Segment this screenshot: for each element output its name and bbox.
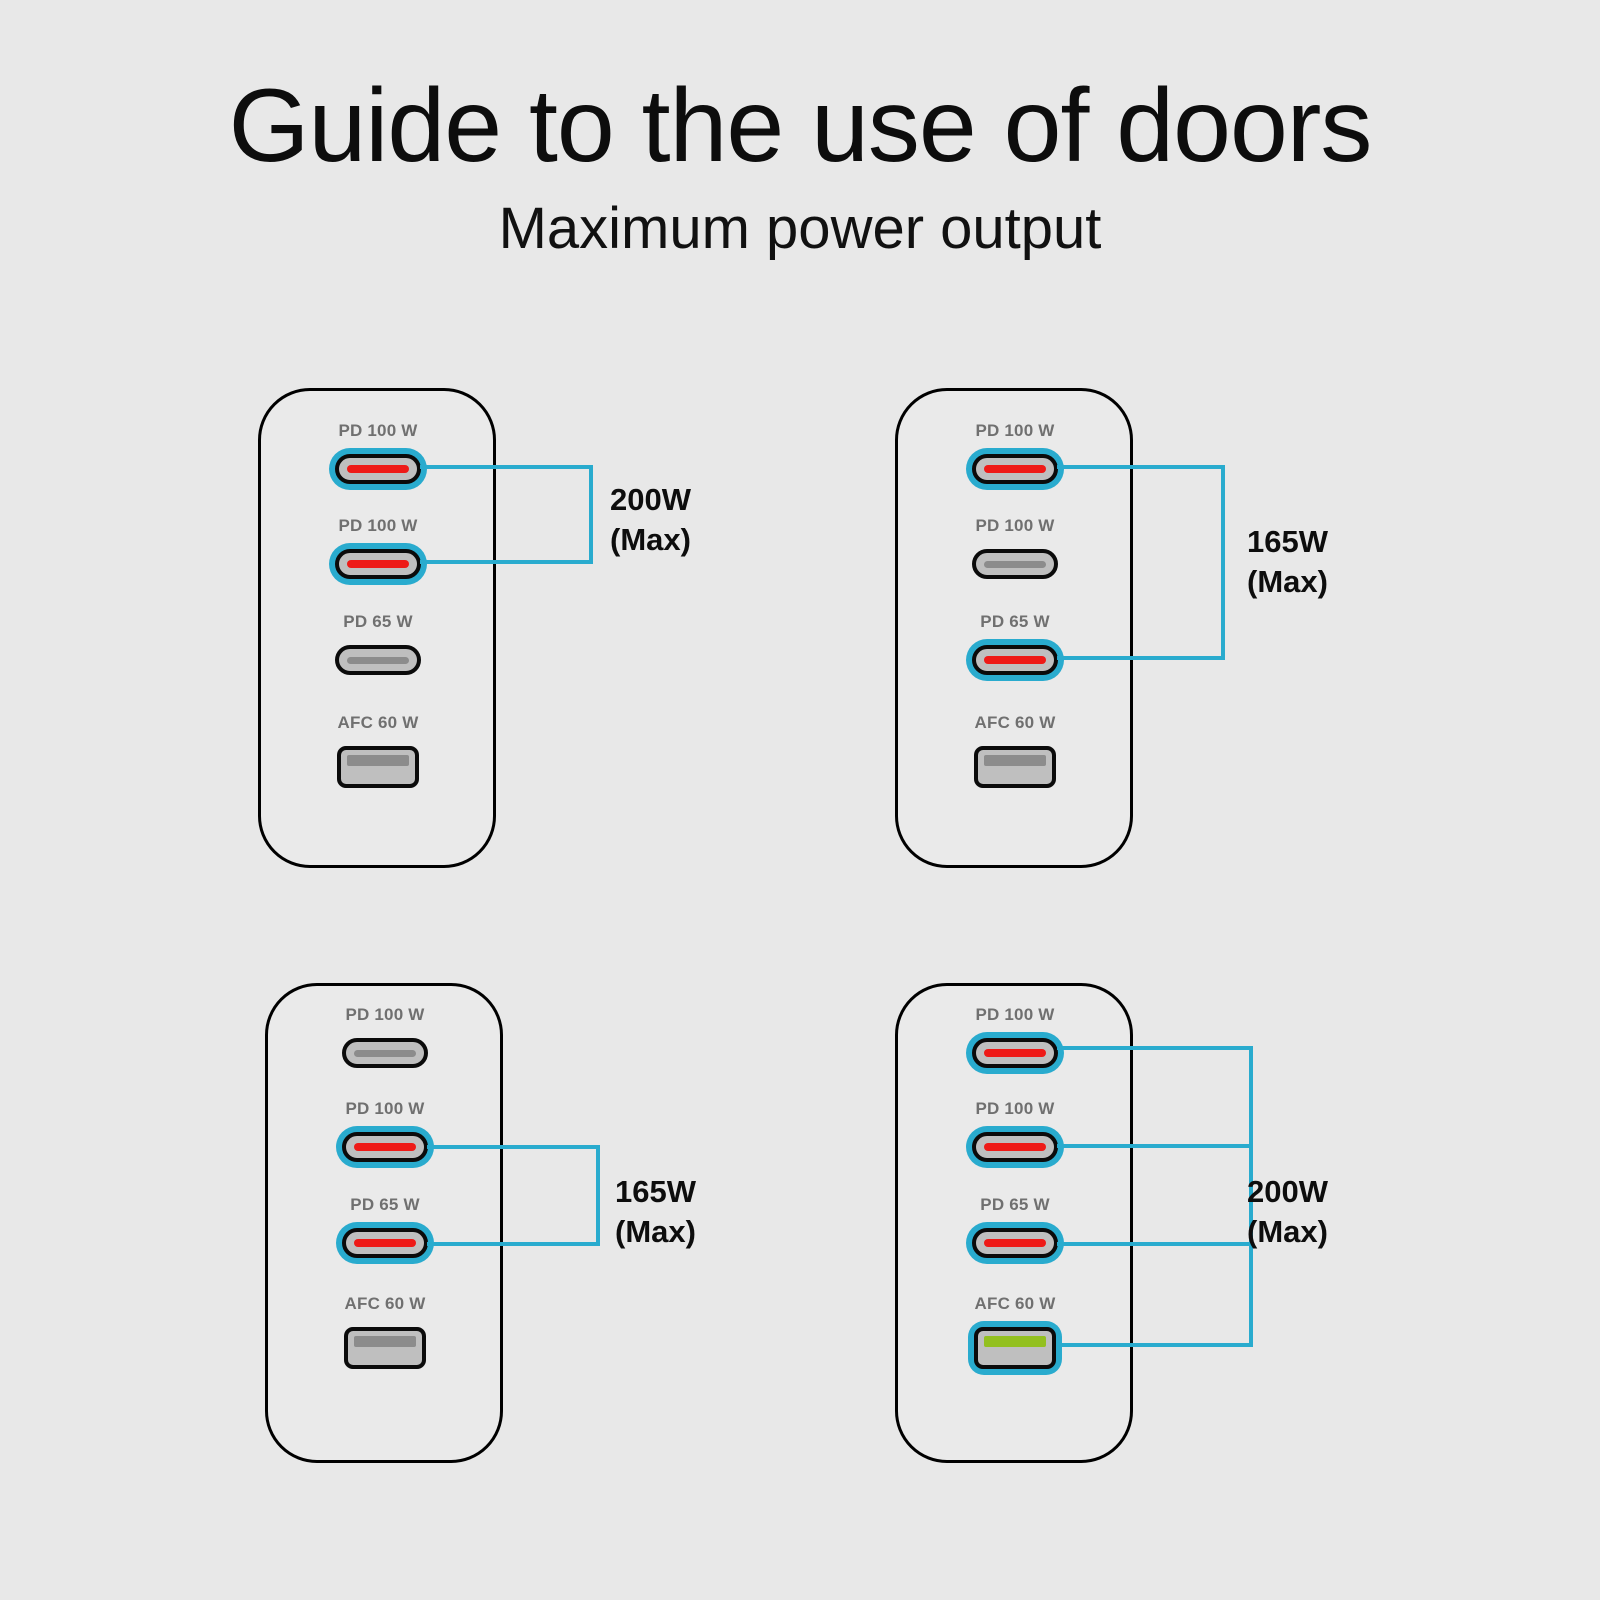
port-indicator-bar [984,1049,1046,1057]
port-group: PD 100 W [303,421,453,490]
port-label: PD 65 W [980,1195,1050,1214]
port-highlight-ring[interactable] [336,1032,434,1074]
port-group: AFC 60 W [940,1294,1090,1375]
port-highlight-ring[interactable] [336,1222,434,1264]
charger-panel-top-left: PD 100 W PD 100 W PD 65 W AFC 60 W [258,388,496,868]
port-label: AFC 60 W [974,713,1056,732]
callout-max: (Max) [610,521,691,557]
port-indicator-bar [347,755,409,766]
port-label: PD 100 W [975,516,1055,535]
port-highlight-ring[interactable] [966,448,1064,490]
page-title: Guide to the use of doors [228,68,1373,184]
port-indicator-bar [347,656,409,664]
port-label: AFC 60 W [974,1294,1056,1313]
usb-c-port[interactable] [342,1132,428,1162]
port-highlight-ring[interactable] [329,448,427,490]
port-highlight-ring[interactable] [968,1321,1062,1375]
charger-panel-bottom-right: PD 100 W PD 100 W PD 65 W AFC 60 W [895,983,1133,1463]
port-highlight-ring[interactable] [338,1321,432,1375]
port-indicator-bar [347,465,409,473]
port-group: AFC 60 W [310,1294,460,1375]
callout-max: (Max) [1247,1213,1328,1249]
callout-max: (Max) [615,1213,696,1249]
port-label: PD 65 W [343,612,413,631]
page-subtitle: Maximum power output [498,196,1102,262]
port-label: PD 100 W [975,421,1055,440]
port-indicator-bar [984,1143,1046,1151]
usb-c-port[interactable] [972,1228,1058,1258]
port-label: PD 100 W [338,516,418,535]
port-group: PD 100 W [940,516,1090,585]
port-group: PD 100 W [310,1005,460,1074]
port-label: PD 100 W [345,1005,425,1024]
port-indicator-bar [354,1143,416,1151]
usb-a-port[interactable] [974,746,1056,788]
port-label: PD 65 W [980,612,1050,631]
port-indicator-bar [984,1239,1046,1247]
usb-c-port[interactable] [972,454,1058,484]
usb-a-port[interactable] [337,746,419,788]
callout-watts: 165W [1247,524,1328,559]
port-highlight-ring[interactable] [968,740,1062,794]
callout-watts: 165W [615,1174,696,1209]
port-highlight-ring[interactable] [331,740,425,794]
port-indicator-bar [984,465,1046,473]
usb-c-port[interactable] [335,549,421,579]
callout-top-right: 165W (Max) [1247,522,1328,601]
port-group: PD 65 W [303,612,453,681]
port-group: PD 65 W [940,612,1090,681]
port-group: PD 100 W [310,1099,460,1168]
port-label: PD 100 W [338,421,418,440]
callout-watts: 200W [610,482,691,517]
usb-c-port[interactable] [972,1038,1058,1068]
usb-c-port[interactable] [972,645,1058,675]
port-highlight-ring[interactable] [966,1032,1064,1074]
callout-bottom-left: 165W (Max) [615,1172,696,1251]
port-group: AFC 60 W [303,713,453,794]
port-label: PD 100 W [975,1005,1055,1024]
port-highlight-ring[interactable] [329,543,427,585]
port-indicator-bar [984,755,1046,766]
usb-a-port[interactable] [974,1327,1056,1369]
port-indicator-bar [984,1336,1046,1347]
port-highlight-ring[interactable] [966,1126,1064,1168]
port-group: PD 65 W [310,1195,460,1264]
port-highlight-ring[interactable] [966,639,1064,681]
usb-c-port[interactable] [972,549,1058,579]
port-group: PD 65 W [940,1195,1090,1264]
usb-c-port[interactable] [342,1038,428,1068]
port-indicator-bar [354,1239,416,1247]
port-indicator-bar [984,656,1046,664]
port-group: PD 100 W [303,516,453,585]
charger-panel-top-right: PD 100 W PD 100 W PD 65 W AFC 60 W [895,388,1133,868]
callout-top-left: 200W (Max) [610,480,691,559]
usb-c-port[interactable] [335,454,421,484]
port-highlight-ring[interactable] [966,543,1064,585]
header: Guide to the use of doors Maximum power … [0,0,1600,260]
port-group: PD 100 W [940,1005,1090,1074]
port-indicator-bar [354,1049,416,1057]
usb-a-port[interactable] [344,1327,426,1369]
port-highlight-ring[interactable] [966,1222,1064,1264]
port-highlight-ring[interactable] [336,1126,434,1168]
port-group: AFC 60 W [940,713,1090,794]
callout-max: (Max) [1247,563,1328,599]
usb-c-port[interactable] [335,645,421,675]
port-group: PD 100 W [940,421,1090,490]
usb-c-port[interactable] [972,1132,1058,1162]
port-indicator-bar [354,1336,416,1347]
port-group: PD 100 W [940,1099,1090,1168]
port-label: AFC 60 W [337,713,419,732]
callout-bottom-right: 200W (Max) [1247,1172,1328,1251]
port-indicator-bar [347,560,409,568]
callout-watts: 200W [1247,1174,1328,1209]
usb-c-port[interactable] [342,1228,428,1258]
port-label: PD 100 W [345,1099,425,1118]
port-highlight-ring[interactable] [329,639,427,681]
charger-panel-bottom-left: PD 100 W PD 100 W PD 65 W AFC 60 W [265,983,503,1463]
port-label: AFC 60 W [344,1294,426,1313]
port-label: PD 100 W [975,1099,1055,1118]
port-label: PD 65 W [350,1195,420,1214]
port-indicator-bar [984,560,1046,568]
